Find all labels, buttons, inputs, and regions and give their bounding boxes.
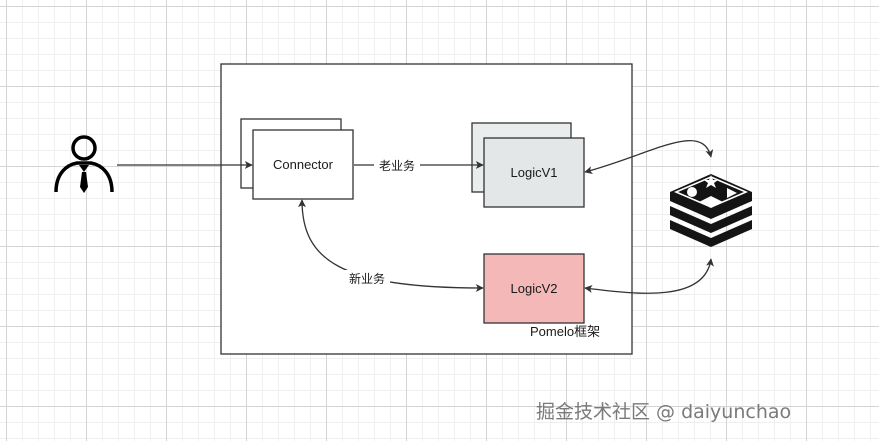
logic-v1-node[interactable]: LogicV1	[471, 122, 585, 208]
container-label: Pomelo框架	[530, 324, 600, 339]
edge-old-business-label: 老业务	[379, 158, 415, 173]
logic-v2-label: LogicV2	[511, 281, 558, 296]
edge-new-business-label-bg	[344, 270, 390, 287]
watermark: 掘金技术社区 @ daiyunchao	[536, 401, 791, 423]
redis-icon	[670, 174, 752, 247]
connector-node[interactable]: Connector	[240, 118, 354, 200]
logic-v2-node[interactable]: LogicV2	[483, 253, 585, 324]
edge-new-business	[298, 199, 484, 292]
user-icon	[54, 135, 114, 193]
edge-old-business-label-bg	[374, 157, 420, 174]
edges: 老业务 新业务	[117, 140, 714, 294]
edge-new-business-label: 新业务	[349, 271, 385, 286]
edge-logic-v1-redis	[584, 140, 714, 175]
edge-logic-v2-redis	[584, 258, 714, 294]
connector-label: Connector	[273, 157, 334, 172]
logic-v1-label: LogicV1	[511, 165, 558, 180]
